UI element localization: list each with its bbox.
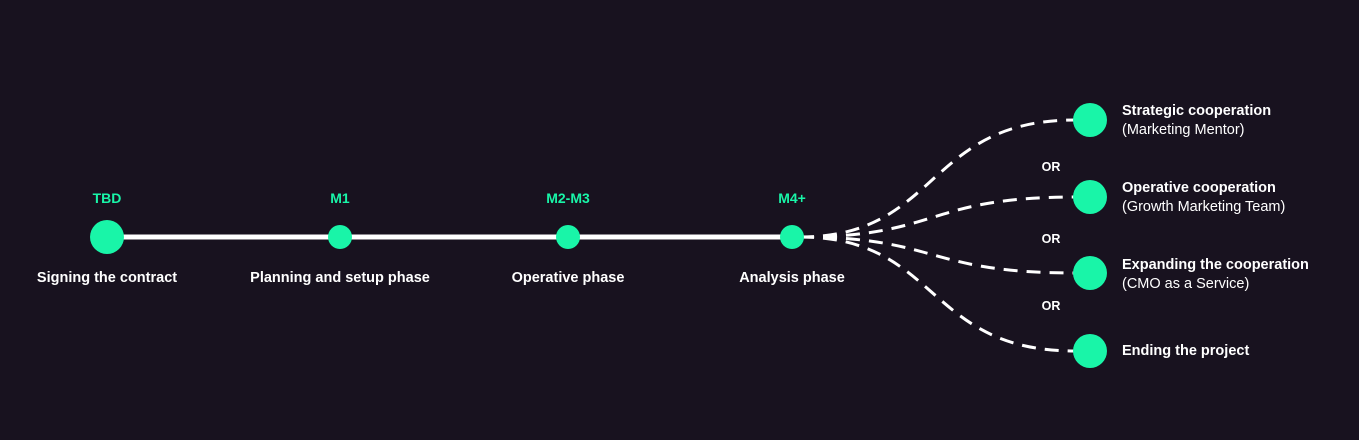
outcome-expanding-cooperation: Expanding the cooperation (CMO as a Serv… xyxy=(1122,256,1309,294)
or-separator-3: OR xyxy=(1041,299,1061,313)
timeline-node-tbd xyxy=(90,220,124,254)
outcome-subtitle: (Marketing Mentor) xyxy=(1122,122,1245,138)
outcome-title: Expanding the cooperation xyxy=(1122,257,1309,273)
branch-line-ending xyxy=(799,235,1076,353)
milestone-label-m1: M1 xyxy=(330,190,350,206)
phase-label-operative: Operative phase xyxy=(511,270,625,286)
outcome-title: Strategic cooperation xyxy=(1122,103,1272,119)
outcome-title: Ending the project xyxy=(1122,343,1250,359)
milestone-label-m2-m3: M2-M3 xyxy=(546,190,590,206)
outcome-operative-cooperation: Operative cooperation (Growth Marketing … xyxy=(1122,179,1285,217)
outcome-strategic-cooperation: Strategic cooperation (Marketing Mentor) xyxy=(1122,102,1271,140)
or-separator-1: OR xyxy=(1041,160,1061,174)
phase-label-analysis: Analysis phase xyxy=(739,270,845,286)
phase-label-signing: Signing the contract xyxy=(36,270,178,286)
branch-line-strategic xyxy=(799,118,1076,239)
branch-line-expanding xyxy=(799,235,1076,275)
timeline-node-m1 xyxy=(328,225,352,249)
outcome-ending-project: Ending the project xyxy=(1122,342,1249,361)
outcome-node-expanding xyxy=(1073,256,1107,290)
timeline-node-m4 xyxy=(780,225,804,249)
timeline-node-m2-m3 xyxy=(556,225,580,249)
outcome-node-operative xyxy=(1073,180,1107,214)
outcome-node-ending xyxy=(1073,334,1107,368)
outcome-subtitle: (Growth Marketing Team) xyxy=(1122,199,1286,215)
outcome-title: Operative cooperation xyxy=(1122,180,1276,196)
phase-label-planning: Planning and setup phase xyxy=(250,270,430,286)
milestone-label-tbd: TBD xyxy=(92,190,122,206)
milestone-label-m4: M4+ xyxy=(778,190,806,206)
or-separator-2: OR xyxy=(1041,232,1061,246)
outcome-node-strategic xyxy=(1073,103,1107,137)
outcome-subtitle: (CMO as a Service) xyxy=(1122,276,1250,292)
branch-line-operative xyxy=(799,195,1076,239)
